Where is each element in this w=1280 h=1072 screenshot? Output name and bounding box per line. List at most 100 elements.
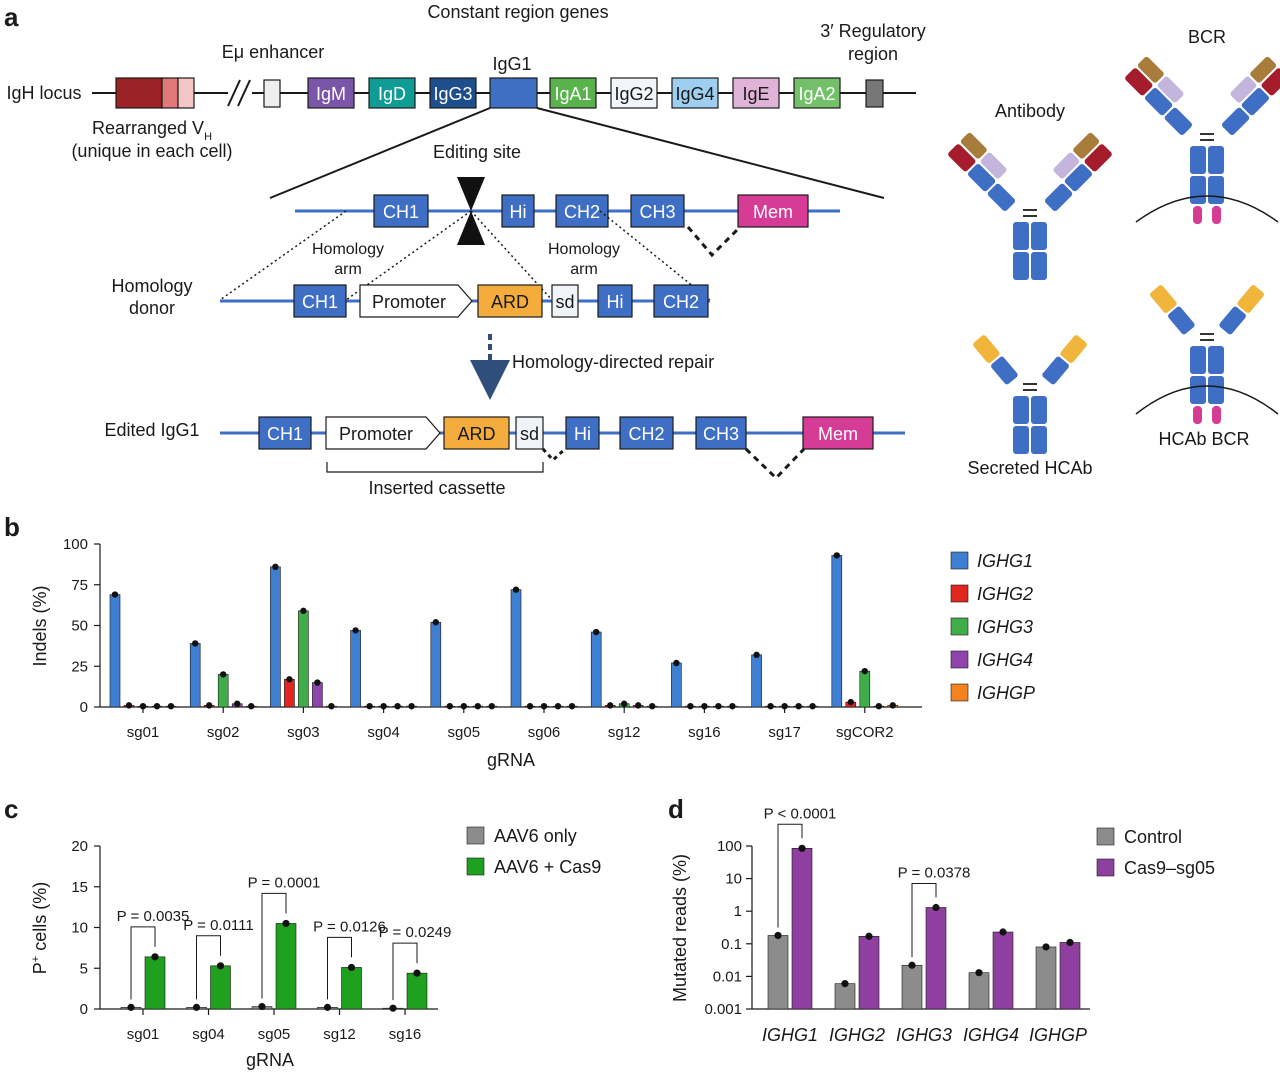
b-ytick-label: 25: [71, 658, 88, 675]
b-bar-ighg1-sg03: [270, 566, 281, 708]
c-bar-1-sg12: [341, 967, 362, 1010]
b-point-ighgp-sg12: [649, 702, 656, 710]
zoom-line-left: [269, 107, 491, 199]
d-y-title: Mutated reads (%): [670, 854, 690, 1002]
b-point-ighg4-sg16: [715, 702, 722, 710]
editing-site-label: Editing site: [433, 142, 521, 162]
b-point-ighgp-sg01: [167, 702, 175, 710]
c-xtick-label: sg01: [127, 1026, 160, 1043]
d-xtick-label: IGHGP: [1029, 1025, 1087, 1045]
zoom-line-right: [536, 107, 885, 199]
c-pvalue-sg05: P = 0.0001: [248, 874, 321, 891]
edited-row-mem-box: [802, 416, 874, 450]
edited-row-sd-label: sd: [520, 424, 539, 444]
edited-row-ard-label: ARD: [457, 424, 495, 444]
b-point-ighg3-sg16: [701, 702, 708, 710]
splice-connector-3: [744, 447, 806, 481]
b-xtick-label: sg05: [448, 724, 481, 741]
b-point-ighg4-sgCOR2: [875, 702, 882, 710]
b-bar-ighg1-sg06: [510, 589, 522, 708]
constant-region-title: Constant region genes: [427, 2, 608, 22]
c-legend-swatch-0: [466, 826, 485, 845]
c-point-0-sg12: [323, 1003, 332, 1011]
igg1-row-ch1-label: CH1: [383, 202, 419, 222]
homology-arm-left-1: Homology: [312, 241, 384, 258]
b-point-ighgp-sg02: [248, 702, 255, 710]
b-point-ighg1-sg03: [272, 563, 279, 571]
edited-row-hi-label: Hi: [574, 424, 591, 444]
edited-row-ch3-label: CH3: [703, 424, 739, 444]
c-sig-bracket-sg04: [196, 935, 221, 1000]
vh-segment-light: [177, 77, 195, 109]
b-legend-label-ighg1: IGHG1: [977, 551, 1033, 571]
inserted-cassette-label: Inserted cassette: [368, 478, 505, 498]
b-point-ighg3-sg12: [621, 700, 628, 707]
b-point-ighg3-sg05: [460, 702, 467, 710]
bcr-membrane: [1135, 195, 1279, 223]
d-xtick-label: IGHG4: [963, 1025, 1019, 1045]
b-bar-ighg1-sg04: [350, 630, 361, 708]
b-point-ighg1-sg16: [673, 659, 680, 667]
b-legend-label-ighg3: IGHG3: [977, 617, 1033, 637]
d-bar-0-IGHG2: [834, 983, 856, 1010]
b-point-ighg1-sg12: [593, 628, 600, 636]
b-ytick-label: 50: [71, 618, 88, 635]
edited-row-ard-box: [443, 416, 510, 450]
d-legend-label-1: Cas9–sg05: [1124, 858, 1215, 878]
b-legend-swatch-ighgp: [950, 683, 969, 702]
gene-label-iga1: IgA1: [554, 84, 591, 104]
locus-break: [227, 79, 252, 107]
b-bar-ighg1-sg01: [109, 594, 121, 708]
b-bar-ighg1-sgCOR2: [831, 555, 843, 708]
donor-row-ch1-box: [293, 284, 347, 318]
gene-label-ige: IgE: [742, 84, 769, 104]
b-point-ighgp-sgCOR2: [889, 702, 896, 709]
donor-row-promoter-box: [359, 284, 473, 318]
panel-letter-d: d: [668, 794, 684, 824]
d-point-0-IGHG3: [908, 961, 916, 969]
b-xtick-label: sg03: [287, 724, 320, 741]
c-point-0-sg16: [389, 1004, 397, 1012]
b-point-ighg4-sg12: [635, 702, 642, 709]
d-ytick-label: 10: [725, 871, 742, 888]
c-sig-bracket-sg05: [261, 892, 287, 999]
c-sig-bracket-sg01: [130, 926, 156, 1000]
edited-row-promoter-box: [325, 416, 441, 450]
b-point-ighg3-sg01: [139, 702, 147, 710]
d-point-1-IGHG3: [932, 903, 940, 912]
b-legend-swatch-ighg3: [950, 617, 969, 636]
d-sig-bracket-0: [777, 823, 803, 928]
molecule-illustrations: [948, 56, 1280, 454]
b-point-ighg1-sg01: [111, 591, 119, 598]
edited-row-ch3-box: [695, 416, 747, 450]
c-legend-label-0: AAV6 only: [494, 826, 577, 846]
gene-box-igg3: [429, 77, 477, 109]
c-point-0-sg04: [192, 1003, 201, 1011]
b-point-ighg4-sg06: [554, 702, 562, 710]
b-legend-label-ighg2: IGHG2: [977, 584, 1033, 604]
c-y-title: P+ cells (%): [30, 882, 50, 974]
b-point-ighgp-sg03: [328, 702, 335, 710]
edited-row-sd-box: [515, 416, 544, 450]
gene-label-iga2: IgA2: [798, 84, 835, 104]
c-bar-1-sg04: [210, 965, 231, 1010]
regulatory-region-box: [865, 79, 884, 108]
b-point-ighg4-sg01: [153, 702, 161, 710]
b-ytick-label: 75: [71, 577, 88, 594]
b-ytick-label: 100: [63, 536, 88, 553]
c-x-title: gRNA: [246, 1050, 294, 1070]
b-point-ighg1-sg17: [753, 651, 760, 659]
edited-row-mem-label: Mem: [818, 424, 858, 444]
c-legend-label-1: AAV6 + Cas9: [494, 857, 601, 877]
antibody-illustration: [948, 132, 1112, 280]
gene-box-igg4: [671, 77, 719, 109]
antibody-label: Antibody: [995, 101, 1065, 121]
igg1-row-mem-label: Mem: [753, 202, 793, 222]
b-bar-ighg3-sgCOR2: [859, 670, 871, 708]
donor-row-ch1-label: CH1: [302, 292, 338, 312]
gene-label-igm: IgM: [316, 84, 346, 104]
b-bar-ighg1-sg16: [671, 662, 682, 708]
